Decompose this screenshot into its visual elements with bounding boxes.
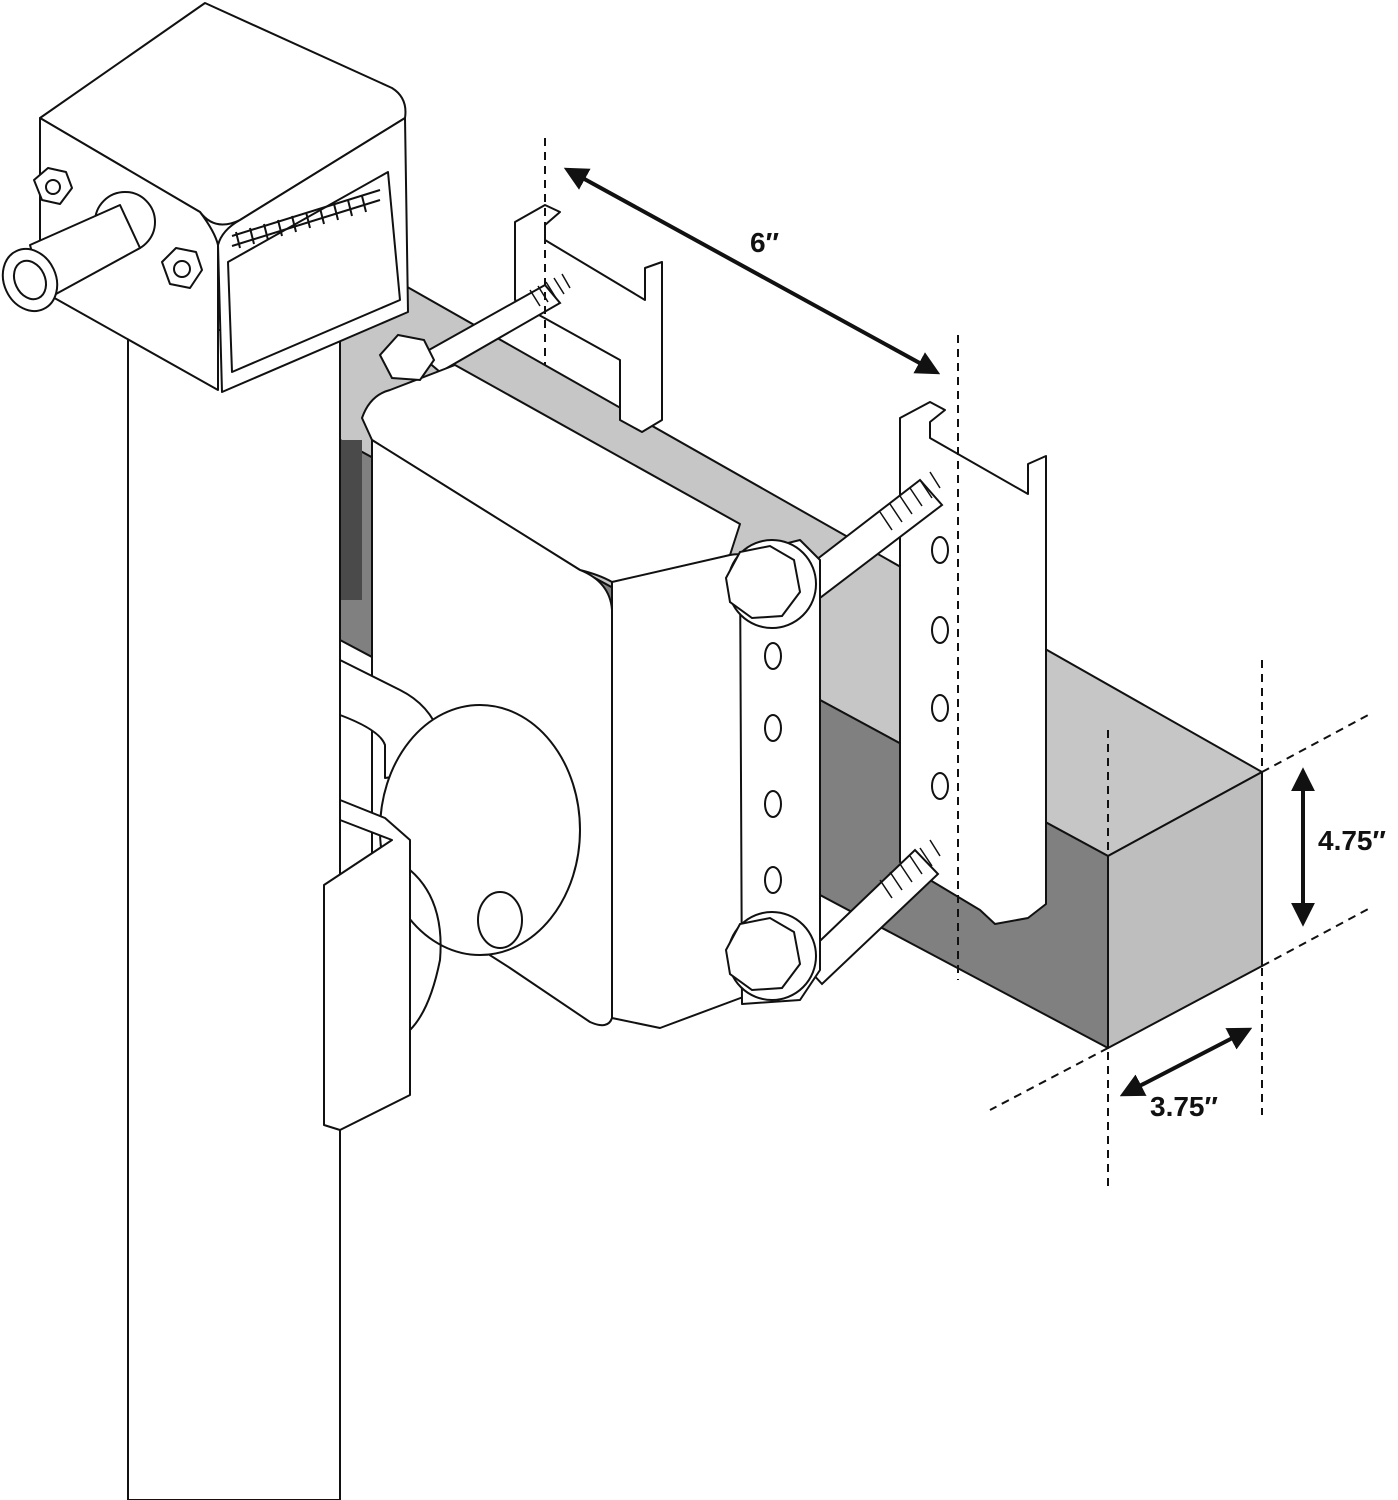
bracket-hole (931, 536, 949, 564)
housing-flange (739, 539, 821, 1005)
tube-shadow (340, 440, 362, 600)
crank-shaft (1, 191, 156, 313)
flange-hole (764, 714, 782, 742)
arrow-3-75-in (1119, 1027, 1253, 1097)
bracket-hole (931, 772, 949, 800)
u-bolts (418, 273, 944, 986)
gearbox-inner-bracket (227, 171, 401, 373)
nut-upper-front (724, 539, 817, 629)
hub-hole (477, 891, 523, 949)
bolt-upper-rear (418, 283, 562, 374)
jack-tube (127, 329, 341, 1500)
dimension-lines (544, 138, 1371, 1190)
dimension-arrows (563, 167, 1315, 1097)
top-gearbox (1, 2, 409, 393)
dimension-label-6-in: 6″ (750, 227, 779, 258)
front-bracket (899, 401, 1047, 925)
nut-lower-front (724, 911, 817, 1001)
dimension-label-3-75-in: 3.75″ (1150, 1091, 1218, 1122)
arrow-6-in (563, 167, 941, 375)
wheel-rim (409, 869, 442, 1031)
bracket-hole (931, 616, 949, 644)
bracket-hole (931, 694, 949, 722)
gearbox-nut-bottom (161, 247, 203, 289)
dimension-label-4-75-in: 4.75″ (1318, 825, 1386, 856)
housing-nuts (378, 333, 817, 1001)
threads (529, 273, 941, 899)
nut-upper-rear (378, 333, 436, 382)
jack-post (127, 329, 341, 1500)
flange-hole (764, 642, 782, 670)
wheel-bracket (323, 799, 411, 1131)
side-wheel-assembly (323, 659, 581, 1131)
flange-hole (764, 866, 782, 894)
gearbox-nut-top (33, 167, 73, 205)
flange-hole (764, 790, 782, 818)
